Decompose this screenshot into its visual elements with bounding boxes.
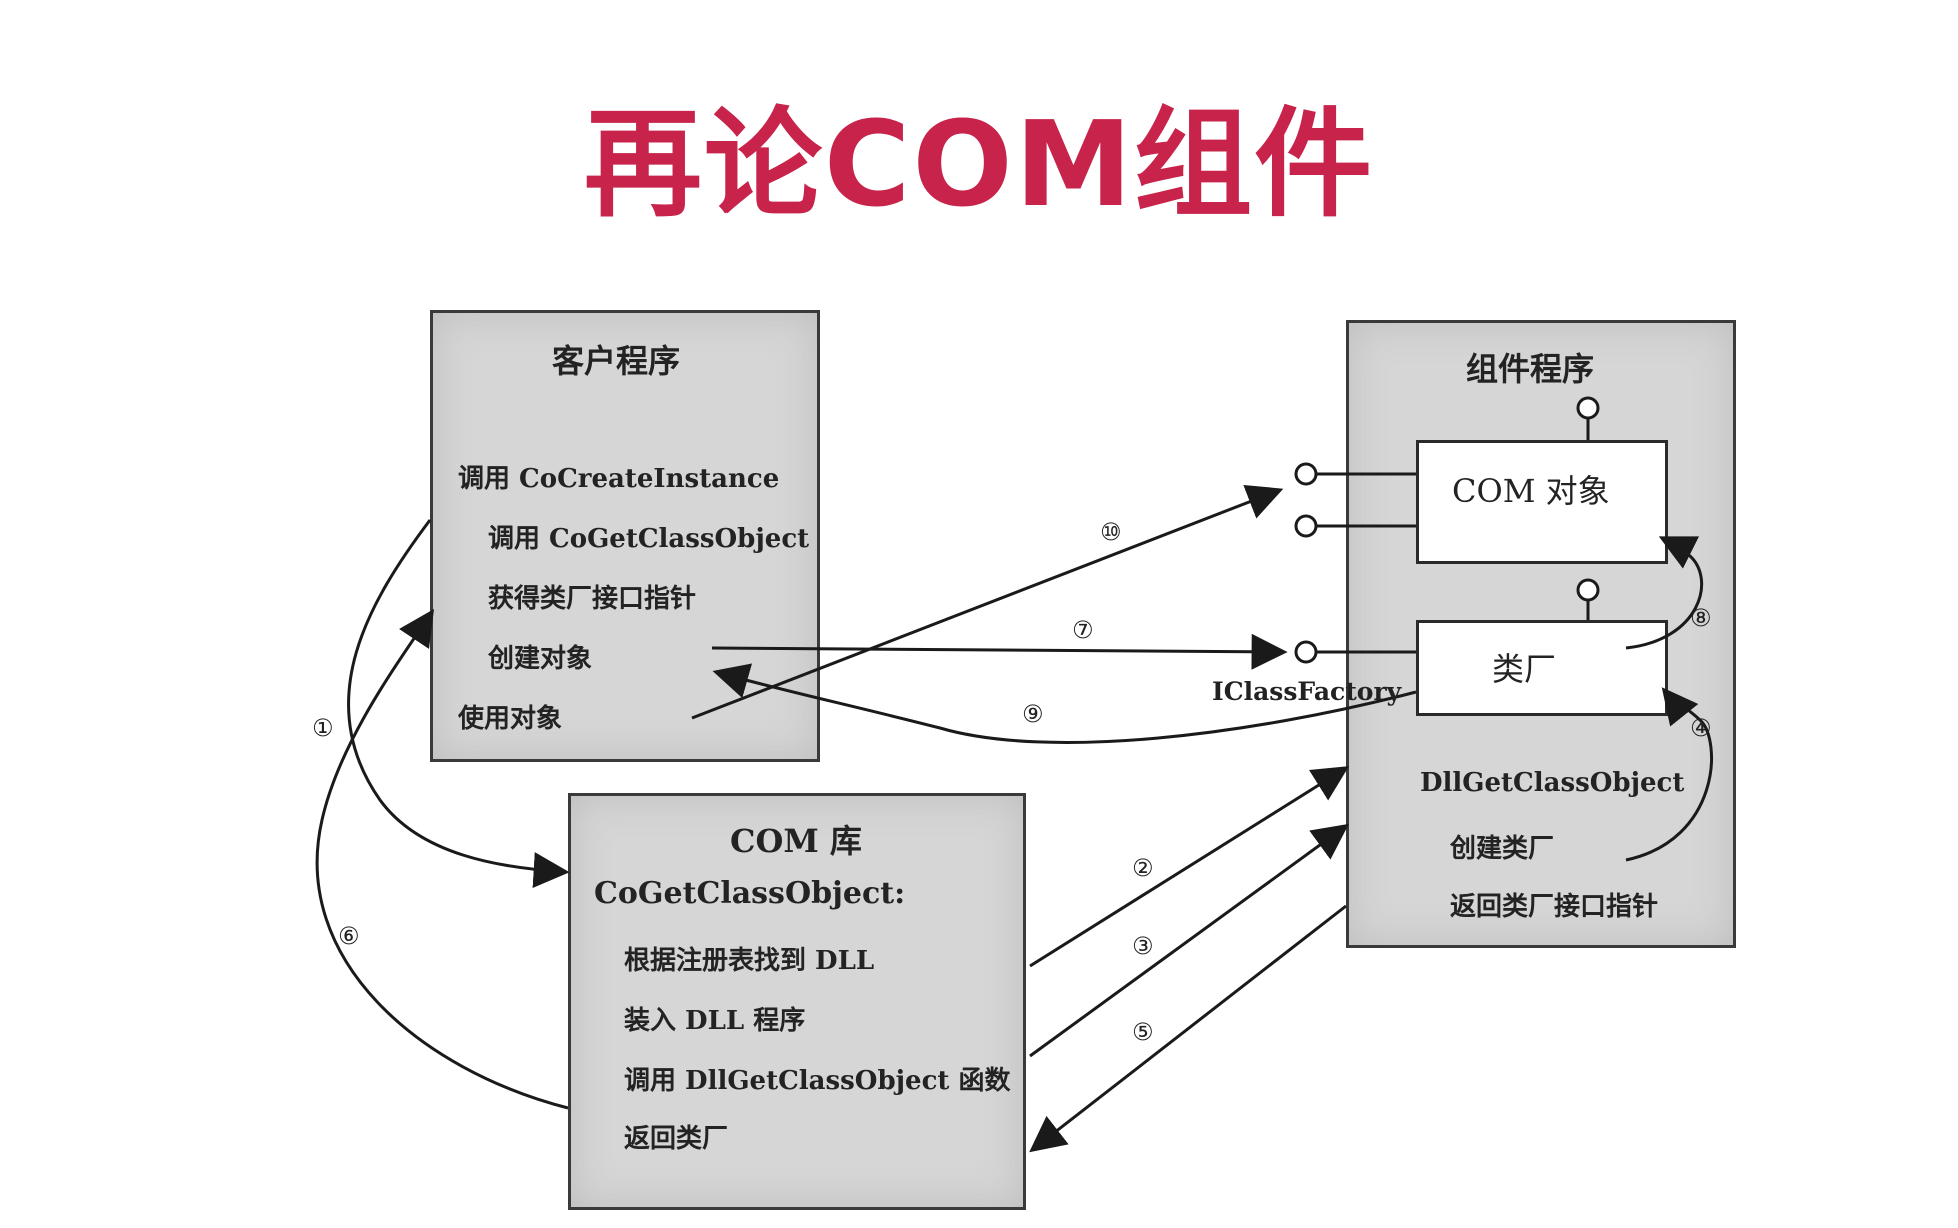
arrow-step-10 [691, 484, 1284, 720]
comlib-line-find-dll: 根据注册表找到 DLL [624, 946, 875, 976]
iclassfactory-label: IClassFactory [1212, 677, 1403, 706]
slide-title: 再论COM组件 [583, 95, 1375, 233]
step-3-label: ③ [1132, 932, 1154, 960]
step-1-label: ① [312, 714, 334, 742]
step-5-label: ⑤ [1132, 1018, 1154, 1046]
com-object-interface-2-icon [1294, 514, 1318, 538]
step-4-label: ④ [1690, 714, 1712, 742]
com-library-subheader: CoGetClassObject: [594, 876, 906, 911]
arrow-step-3 [1029, 823, 1349, 1058]
step-8-label: ⑧ [1690, 604, 1712, 632]
client-line-call-cocreateinstance: 调用 CoCreateInstance [458, 464, 780, 494]
com-object-iunknown-icon [1576, 396, 1600, 420]
arrow-step-7 [711, 633, 1288, 670]
component-line-return-factory-pointer: 返回类厂接口指针 [1450, 892, 1659, 922]
arrow-step-1 [346, 519, 570, 889]
com-library-header: COM 库 [730, 822, 862, 860]
component-line-create-factory: 创建类厂 [1450, 834, 1555, 864]
step-9-label: ⑨ [1022, 700, 1044, 728]
client-program-box [430, 310, 820, 762]
step-10-label: ⑩ [1100, 518, 1122, 546]
step-7-label: ⑦ [1072, 616, 1094, 644]
comlib-line-return-factory: 返回类厂 [624, 1124, 729, 1154]
comlib-line-load-dll: 装入 DLL 程序 [624, 1006, 806, 1036]
class-factory-box [1416, 620, 1668, 716]
step-2-label: ② [1132, 854, 1154, 882]
step-6-label: ⑥ [338, 922, 360, 950]
com-object-interface-1-icon [1294, 462, 1318, 486]
arrow-step-5 [1029, 904, 1347, 1153]
com-object-label: COM 对象 [1452, 472, 1610, 510]
client-line-get-factory-pointer: 获得类厂接口指针 [488, 584, 697, 614]
component-program-header: 组件程序 [1466, 350, 1595, 388]
client-line-create-object: 创建对象 [488, 644, 593, 674]
client-line-use-object: 使用对象 [458, 704, 563, 734]
arrow-step-2 [1029, 766, 1350, 968]
arrow-step-6 [315, 609, 569, 1110]
client-program-header: 客户程序 [552, 342, 681, 380]
class-factory-iunknown-icon [1576, 578, 1600, 602]
class-factory-label: 类厂 [1492, 650, 1557, 688]
arrow-step-8 [1625, 536, 1704, 650]
arrow-step-9 [712, 663, 1417, 744]
com-library-box [568, 793, 1026, 1210]
component-line-dllgetclassobject: DllGetClassObject [1420, 768, 1685, 798]
client-line-call-cogetclassobject: 调用 CoGetClassObject [488, 524, 810, 554]
comlib-line-call-dllgetclassobject: 调用 DllGetClassObject 函数 [624, 1066, 1011, 1096]
com-object-box [1416, 440, 1668, 564]
arrow-step-4 [1625, 687, 1714, 862]
iclassfactory-interface-icon [1294, 640, 1318, 664]
